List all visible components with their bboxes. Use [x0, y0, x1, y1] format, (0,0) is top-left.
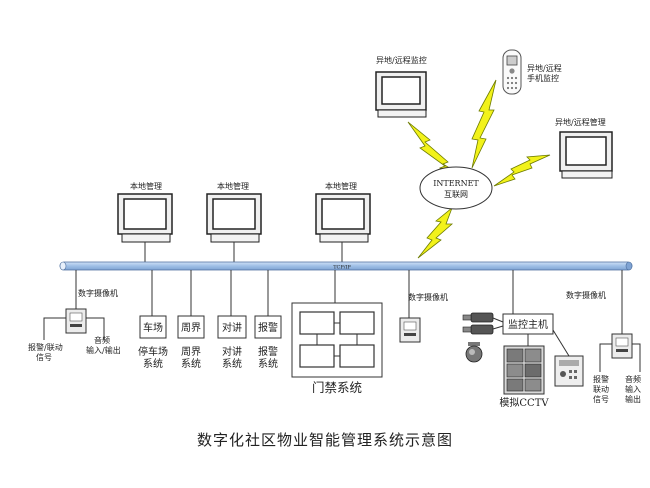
subsystem-intercom-line1: 对讲: [222, 345, 242, 358]
subsystem-intercom-line2: 系统: [222, 357, 242, 370]
local-computer-1: 本地管理: [117, 181, 173, 262]
camera-right-audio-2: 输入: [625, 384, 641, 394]
analog-cctv-label: 模拟CCTV: [499, 396, 549, 409]
subsystem-perimeter-line2: 系统: [181, 357, 201, 370]
camera-right-icon: [611, 333, 633, 359]
link-bolt-bus: [417, 206, 454, 259]
subsystem-parking-line2: 系统: [143, 357, 163, 370]
subsystem-parking: 车场 停车场 系统: [138, 270, 168, 370]
camera-right-group: 数字摄像机 报警 联动 信号 音频 输入 输出: [566, 270, 641, 404]
remote-monitor-label: 异地/远程监控: [376, 55, 427, 65]
internet-label-cn: 互联网: [444, 190, 468, 199]
video-wall-icon: [503, 345, 545, 395]
monitor-host-label: 监控主机: [508, 318, 548, 331]
mobile-label-2: 手机监控: [527, 73, 559, 83]
local-pc-label-1: 本地管理: [130, 181, 162, 191]
camera-right-audio-1: 音频: [625, 374, 641, 384]
internet-label: INTERNET: [433, 179, 479, 188]
subsystem-parking-line1: 停车场: [138, 345, 168, 358]
camera-mid-icon: [399, 317, 421, 343]
access-control-label: 门禁系统: [312, 380, 362, 395]
local-computer-2: 本地管理: [206, 181, 262, 262]
access-control-system: 门禁系统: [291, 270, 383, 395]
internet-cloud: INTERNET 互联网: [419, 166, 493, 210]
cctv-camera-icon-1: [462, 312, 494, 323]
mobile-label-1: 异地/远程: [527, 63, 562, 73]
remote-manage-label: 异地/远程管理: [555, 117, 606, 127]
camera-left-alarm-1: 报警/联动: [28, 342, 63, 352]
local-pc-label-2: 本地管理: [217, 181, 249, 191]
camera-left-label: 数字摄像机: [78, 288, 118, 298]
subsystem-intercom: 对讲 对讲 系统: [217, 270, 247, 370]
subsystem-alarm-line2: 系统: [258, 357, 278, 370]
subsystem-perimeter-box: 周界: [181, 322, 201, 334]
subsystem-alarm-box: 报警: [258, 321, 278, 334]
local-computer-3: 本地管理: [315, 181, 371, 262]
camera-right-alarm-2: 联动: [593, 384, 609, 394]
camera-right-audio-3: 输出: [625, 394, 641, 404]
subsystem-alarm-line1: 报警: [258, 345, 278, 358]
subsystem-alarm: 报警 报警 系统: [254, 270, 282, 370]
camera-right-alarm-3: 信号: [593, 394, 609, 404]
camera-left-alarm-2: 信号: [36, 352, 52, 362]
camera-mid-label: 数字摄像机: [408, 292, 448, 302]
camera-left-audio-2: 输入/输出: [86, 345, 121, 355]
local-pc-label-3: 本地管理: [325, 181, 357, 191]
camera-left-audio-1: 音频: [94, 335, 110, 345]
remote-monitor-computer: 异地/远程监控: [375, 55, 427, 118]
cctv-cluster: 监控主机: [462, 270, 584, 409]
control-keyboard-icon: [554, 355, 584, 387]
camera-right-label: 数字摄像机: [566, 290, 606, 300]
camera-left-icon: [65, 308, 87, 334]
subsystem-perimeter-line1: 周界: [181, 346, 201, 358]
backbone-label: TCP/IP: [333, 265, 351, 271]
camera-mid-group: 数字摄像机: [399, 270, 448, 343]
subsystem-perimeter: 周界 周界 系统: [177, 270, 205, 370]
subsystem-intercom-box: 对讲: [222, 321, 242, 334]
link-bolt-right-pc: [493, 154, 551, 187]
wireless-links: [407, 79, 551, 259]
camera-left-group: 数字摄像机 报警/联动 信号 音频 输入/输出: [28, 270, 121, 362]
dome-camera-icon: [465, 342, 483, 363]
camera-right-alarm-1: 报警: [593, 374, 609, 384]
remote-manage-computer: 异地/远程管理: [555, 117, 613, 179]
link-bolt-phone: [471, 79, 497, 169]
network-backbone: TCP/IP: [59, 261, 633, 271]
cctv-camera-icon-2: [462, 324, 494, 335]
mobile-phone: 异地/远程 手机监控: [502, 49, 562, 95]
subsystem-parking-box: 车场: [143, 321, 163, 334]
diagram-caption: 数字化社区物业智能管理系统示意图: [197, 431, 453, 449]
